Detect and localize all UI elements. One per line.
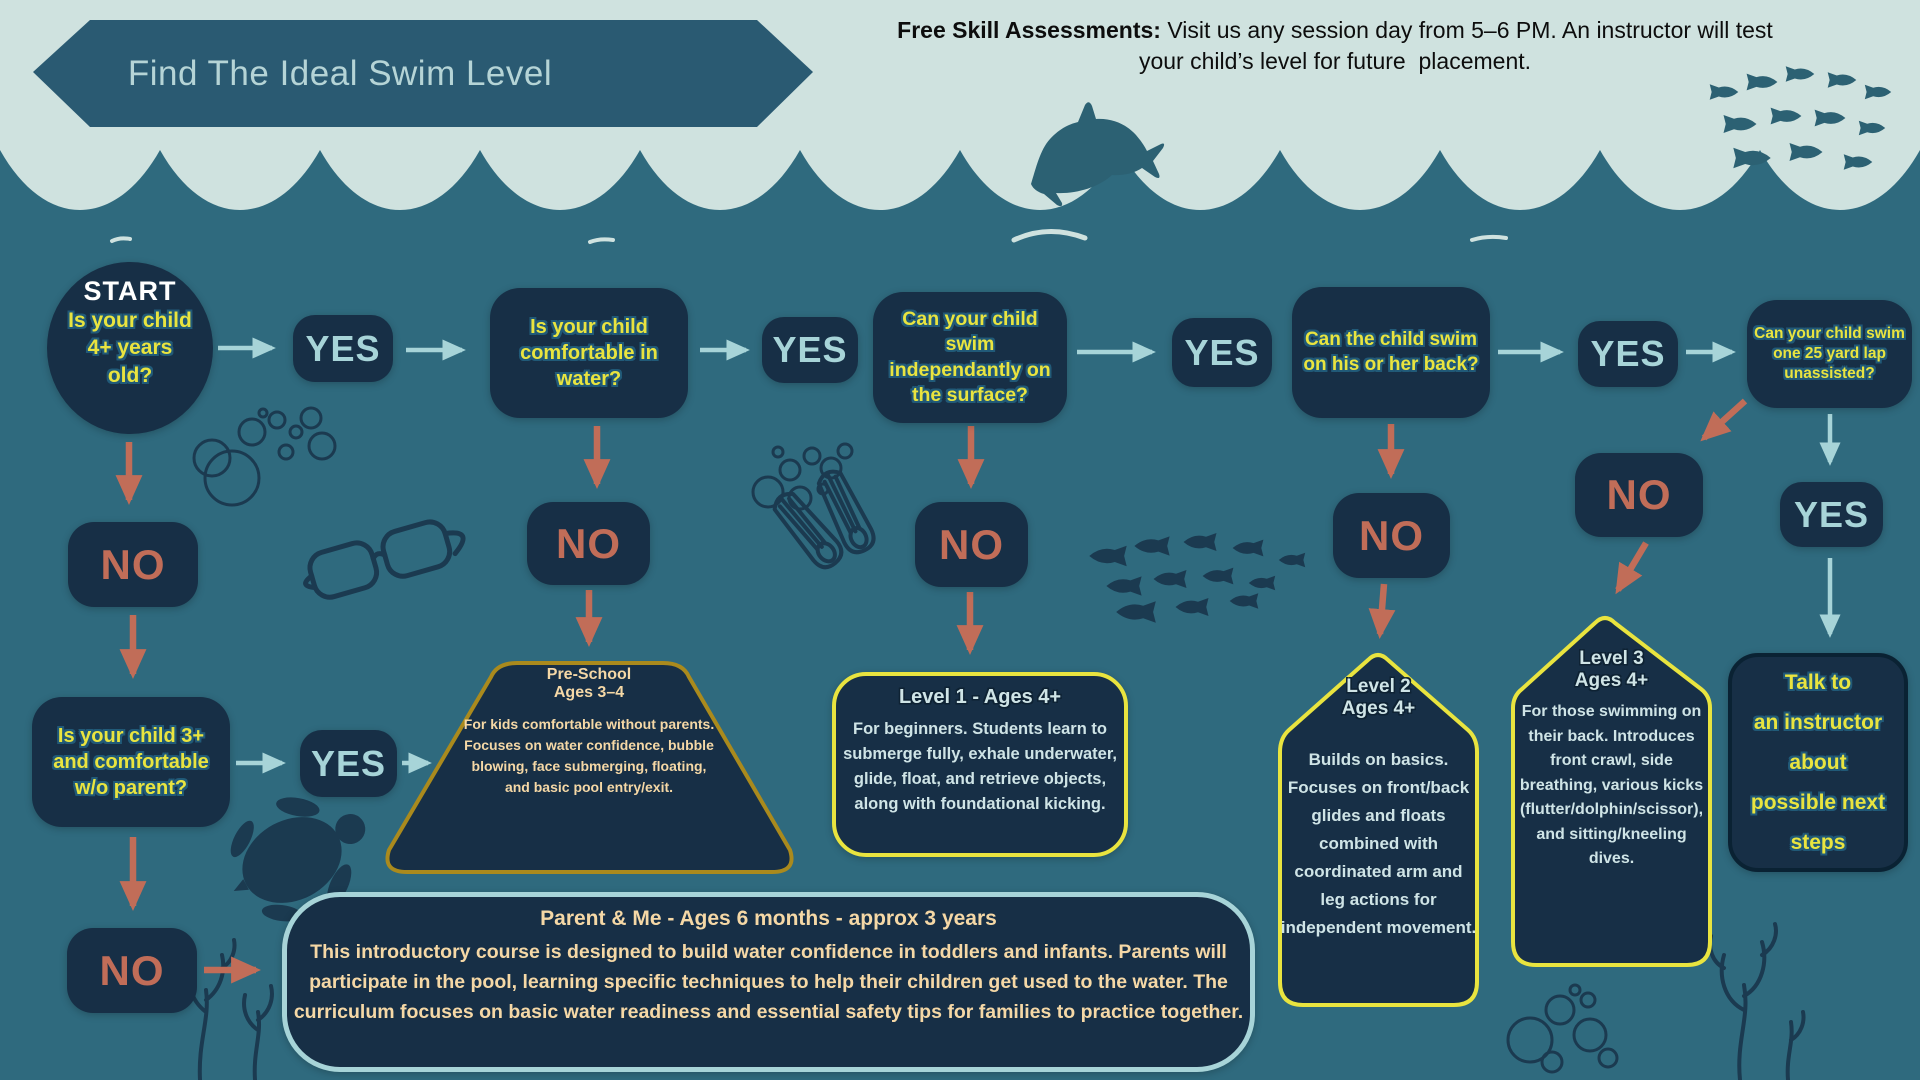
outcome-level3: Level 3 Ages 4+ For those swimming on th… [1513,648,1710,872]
bubbles-icon [192,406,337,507]
outcome-parent-me: Parent & Me - Ages 6 months - approx 3 y… [282,892,1255,1072]
no-node-4: NO [915,502,1028,587]
outcome-level2: Level 2 Ages 4+ Builds on basics. Focuse… [1280,676,1477,942]
no-label: NO [100,540,166,588]
yes-label: YES [1793,493,1870,535]
announcement-line1: Free Skill Assessments: Visit us any ses… [760,15,1910,46]
level2-body: Builds on basics. Focuses on front/back … [1280,750,1477,937]
question-surface: Can your child swim independantly on the… [873,292,1067,423]
question-text: Is your child comfortable in water? [520,316,658,390]
no-node-5: NO [1333,493,1450,578]
level3-ages: Ages 4+ [1574,670,1649,691]
no-node-3: NO [527,502,650,585]
outcome-instructor: Talk to an instructor about possible nex… [1728,653,1908,872]
yes-node-3: YES [1172,318,1272,387]
preschool-title: Pre-School [546,666,632,683]
start-node: START Is your child 4+ years old? [47,262,213,434]
level1-title: Level 1 - Ages 4+ [898,686,1062,708]
question-text: Can your child swim independantly on the… [889,307,1051,406]
fish-school-icon [1089,533,1306,623]
no-node-6: NO [1575,453,1703,537]
flow-arrows-red [115,398,1748,984]
no-node-2: NO [67,928,197,1013]
no-label: NO [99,946,165,994]
bubbles-icon [1506,983,1619,1074]
question-text: Can the child swim on his or her back? [1303,328,1479,375]
question-no-parent: Is your child 3+ and comfortable w/o par… [32,697,230,827]
no-node-1: NO [68,522,198,607]
level2-ages: Ages 4+ [1341,698,1416,719]
yes-label: YES [305,327,381,369]
level2-title: Level 2 [1346,676,1411,697]
yes-node-2: YES [762,317,858,383]
swim-fins-icon [766,464,881,575]
no-label: NO [556,519,621,567]
preschool-ages: Ages 3–4 [553,684,625,701]
level3-title: Level 3 [1579,648,1644,669]
parent-me-body: This introductory course is designed to … [293,941,1244,1023]
dolphin-icon [1031,102,1165,207]
yes-node-5: YES [300,730,397,797]
question-text: Is your child 3+ and comfortable w/o par… [53,725,209,799]
announcement-rest: Visit us any session day from 5–6 PM. An… [1160,17,1773,43]
yes-label: YES [772,329,848,370]
question-back: Can the child swim on his or her back? [1292,287,1490,418]
level3-shape [1511,616,1712,967]
yes-node-6: YES [1780,482,1883,547]
outcome-level1: Level 1 - Ages 4+ For beginners. Student… [832,672,1128,857]
yes-label: YES [310,742,387,784]
no-label: NO [1606,471,1672,518]
yes-node-4: YES [1578,321,1678,387]
announcement: Free Skill Assessments: Visit us any ses… [760,15,1910,77]
question-comfortable: Is your child comfortable in water? [490,288,688,418]
preschool-body: For kids comfortable without parents. Fo… [463,716,715,795]
parent-me-title: Parent & Me - Ages 6 months - approx 3 y… [540,907,997,930]
announcement-lead: Free Skill Assessments: [897,17,1161,43]
flow-arrows-blue [218,337,1841,774]
coral-icon [1708,922,1806,1080]
title-banner: Find The Ideal Swim Level [33,20,813,127]
no-label: NO [1359,511,1424,559]
splash-dashes [110,228,1508,244]
instructor-text: Talk to an instructor about possible nex… [1750,670,1886,854]
page-title: Find The Ideal Swim Level [127,54,553,93]
question-text: Can your child swim one 25 yard lap unas… [1754,324,1905,383]
announcement-line2: your child’s level for future placement. [1138,48,1532,74]
preschool-shape [385,661,794,874]
question-age: Is your child 4+ years old? [68,309,192,387]
level3-body: For those swimming on their back. Introd… [1519,703,1704,867]
yes-label: YES [1184,331,1260,373]
goggles-icon [303,519,466,600]
level1-body: For beginners. Students learn to submerg… [843,720,1117,813]
start-label: START [83,276,177,306]
question-lap: Can your child swim one 25 yard lap unas… [1747,300,1912,408]
yes-node-1: YES [293,315,393,382]
yes-label: YES [1590,333,1666,374]
outcome-preschool: Pre-School Ages 3–4 For kids comfortable… [454,666,724,798]
level2-shape [1278,653,1479,1007]
no-label: NO [939,520,1004,568]
